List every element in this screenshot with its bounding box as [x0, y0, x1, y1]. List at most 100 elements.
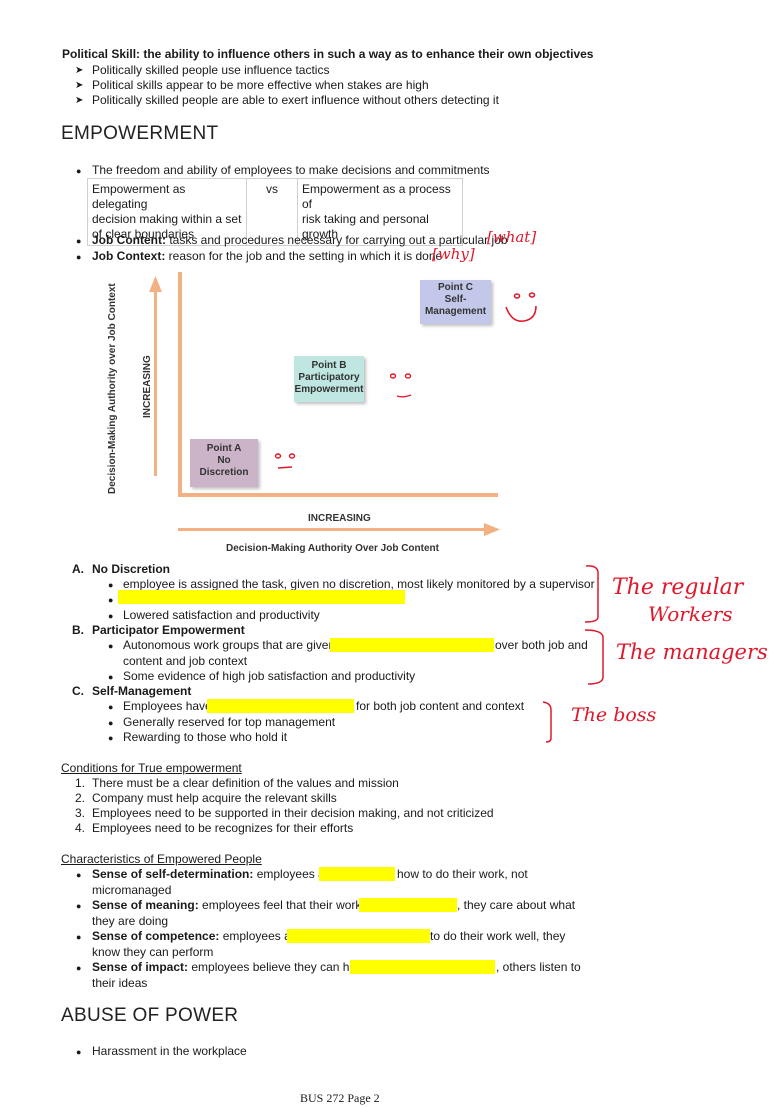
bullet-icon: ● — [76, 1047, 82, 1057]
bullet-icon: ● — [108, 580, 114, 590]
section-b-item: Some evidence of high job satisfaction a… — [123, 669, 416, 683]
condition-number: 3. — [75, 806, 86, 820]
job-content-line: Job Content: tasks and procedures necess… — [92, 233, 508, 247]
section-c-title: Self-Management — [92, 684, 192, 698]
section-a-item: employee is assigned the task, given no … — [123, 577, 595, 591]
section-b-item-cont: content and job context — [123, 654, 248, 668]
handwritten-workers: Workers — [648, 602, 733, 626]
x-axis-label: Decision-Making Authority Over Job Conte… — [226, 543, 439, 554]
y-axis-arrow — [149, 276, 162, 476]
competence-line: Sense of competence: employees are — [92, 929, 302, 943]
section-b-item: Autonomous work groups that are given — [123, 638, 336, 652]
empowerment-comparison-table: Empowerment as delegating decision makin… — [87, 178, 463, 246]
condition-number: 4. — [75, 821, 86, 835]
section-a-label: A. — [72, 562, 84, 576]
competence-post: to do their work well, they — [430, 929, 566, 943]
characteristics-title: Characteristics of Empowered People — [61, 852, 262, 866]
y-axis-label: Decision-Making Authority over Job Conte… — [107, 283, 118, 494]
meaning-post: , they care about what — [457, 898, 576, 912]
political-bullet: Politically skilled people are able to e… — [92, 93, 499, 107]
section-c-item-post: for both job content and context — [356, 699, 525, 713]
meaning-line: Sense of meaning: employees feel that th… — [92, 898, 374, 912]
empowerment-definition: The freedom and ability of employees to … — [92, 163, 490, 177]
bullet-icon: ● — [108, 733, 114, 743]
section-a-title: No Discretion — [92, 562, 171, 576]
section-b-title: Participator Empowerment — [92, 623, 245, 637]
impact-line: Sense of impact: employees believe they … — [92, 960, 369, 974]
bracket-regular-workers — [584, 565, 599, 623]
bracket-boss — [542, 701, 552, 743]
impact-cont: their ideas — [92, 976, 148, 990]
condition-number: 2. — [75, 791, 86, 805]
job-context-line: Job Context: reason for the job and the … — [92, 249, 443, 263]
highlight-redaction — [350, 960, 495, 974]
bullet-icon: ● — [76, 932, 82, 942]
political-skill-title: Political Skill: the ability to influenc… — [62, 47, 594, 61]
handwritten-why-note: [why] — [432, 245, 475, 263]
handwritten-managers: The managers — [616, 640, 768, 664]
highlight-redaction — [359, 898, 457, 912]
neutral-face-icon — [389, 373, 412, 398]
bullet-icon: ● — [76, 901, 82, 911]
section-c-item: Generally reserved for top management — [123, 715, 336, 729]
handwritten-regular: The regular — [612, 575, 744, 600]
political-bullet: Politically skilled people use influence… — [92, 63, 330, 77]
bullet-icon: ● — [76, 236, 82, 246]
bullet-icon: ● — [108, 702, 114, 712]
self-determination-post: how to do their work, not — [397, 867, 528, 881]
condition-number: 1. — [75, 776, 86, 790]
condition-item: Employees need to be recognizes for thei… — [92, 821, 354, 835]
self-determination-cont: micromanaged — [92, 883, 172, 897]
arrow-bullet-icon: ➤ — [75, 65, 84, 76]
competence-cont: know they can perform — [92, 945, 214, 959]
inner-axes — [178, 272, 498, 497]
condition-item: There must be a clear definition of the … — [92, 776, 399, 790]
arrow-bullet-icon: ➤ — [75, 95, 84, 106]
conditions-title: Conditions for True empowerment — [61, 761, 242, 775]
bracket-managers — [584, 629, 604, 685]
flat-face-icon — [274, 453, 296, 469]
section-a-item: Lowered satisfaction and productivity — [123, 608, 320, 622]
bullet-icon: ● — [76, 963, 82, 973]
happy-face-icon — [505, 292, 537, 323]
page-footer: BUS 272 Page 2 — [300, 1091, 380, 1105]
bullet-icon: ● — [108, 718, 114, 728]
table-cell-process: Empowerment as a process of risk taking … — [297, 178, 463, 246]
bullet-icon: ● — [108, 595, 114, 605]
meaning-cont: they are doing — [92, 914, 169, 928]
bullet-icon: ● — [76, 252, 82, 262]
bullet-icon: ● — [108, 641, 114, 651]
section-b-label: B. — [72, 623, 84, 637]
handwritten-what-note: [what] — [487, 228, 537, 246]
impact-post: , others listen to — [496, 960, 581, 974]
bullet-icon: ● — [76, 870, 82, 880]
section-b-item-post: over both job and — [495, 638, 588, 652]
highlight-redaction — [118, 590, 405, 604]
condition-item: Employees need to be supported in their … — [92, 806, 494, 820]
self-determination-line: Sense of self-determination: employees a… — [92, 867, 336, 881]
bullet-icon: ● — [108, 672, 114, 682]
x-increasing-label: INCREASING — [308, 513, 371, 524]
bullet-icon: ● — [108, 611, 114, 621]
highlight-redaction — [207, 699, 354, 713]
highlight-redaction — [330, 638, 494, 652]
abuse-bullet: Harassment in the workplace — [92, 1044, 247, 1058]
table-cell-delegating: Empowerment as delegating decision makin… — [87, 178, 247, 246]
highlight-redaction — [319, 867, 395, 881]
highlight-redaction — [287, 929, 430, 943]
political-bullet: Political skills appear to be more effec… — [92, 78, 429, 92]
arrow-bullet-icon: ➤ — [75, 80, 84, 91]
section-c-item: Rewarding to those who hold it — [123, 730, 288, 744]
handwritten-boss: The boss — [571, 704, 657, 726]
empowerment-heading: EMPOWERMENT — [61, 123, 219, 144]
section-c-item: Employees have — [123, 699, 212, 713]
y-increasing-label: INCREASING — [142, 355, 153, 418]
x-axis-arrow — [178, 523, 500, 536]
section-c-label: C. — [72, 684, 84, 698]
condition-item: Company must help acquire the relevant s… — [92, 791, 337, 805]
bullet-icon: ● — [76, 166, 82, 176]
